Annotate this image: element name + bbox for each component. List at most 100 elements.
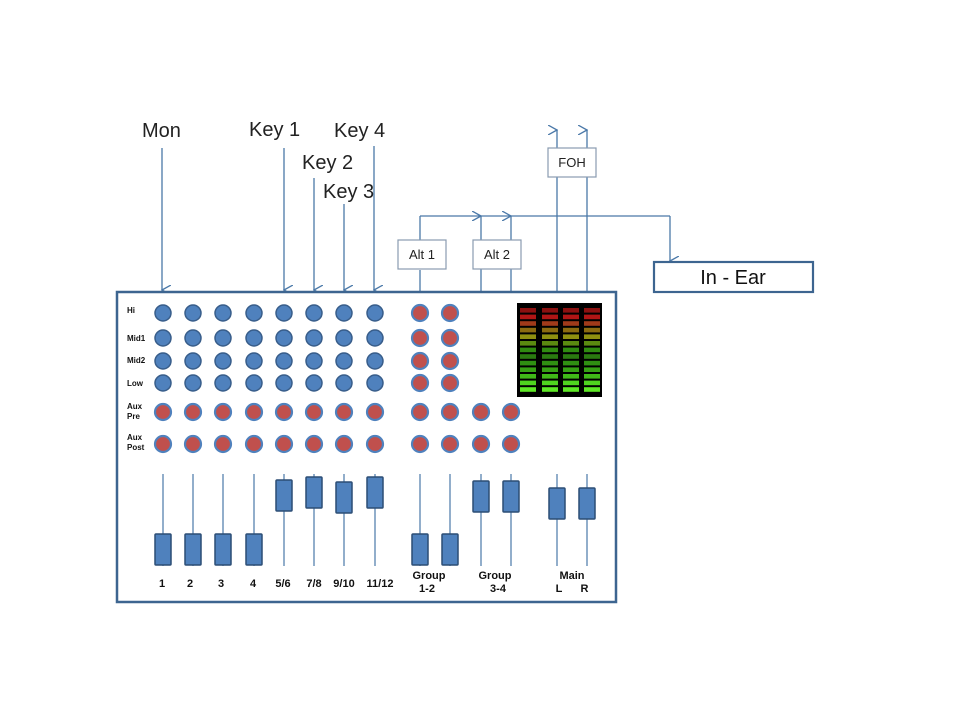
knob-aux-post-2[interactable] xyxy=(213,434,233,454)
knob-low-9[interactable] xyxy=(440,373,460,393)
fader-0[interactable] xyxy=(154,533,172,566)
knob-aux-pre-10[interactable] xyxy=(471,402,491,422)
knob-low-5[interactable] xyxy=(305,374,323,392)
channel-label-1-0: 2 xyxy=(187,578,193,590)
knob-hi-5[interactable] xyxy=(305,304,323,322)
input-label-key2: Key 2 xyxy=(302,152,353,174)
knob-mid2-4[interactable] xyxy=(275,352,293,370)
knob-low-4[interactable] xyxy=(275,374,293,392)
fader-10[interactable] xyxy=(472,480,490,513)
knob-aux-post-1[interactable] xyxy=(183,434,203,454)
fader-2[interactable] xyxy=(214,533,232,566)
fader-7[interactable] xyxy=(366,476,384,509)
knob-mid1-9[interactable] xyxy=(440,328,460,348)
knob-hi-1[interactable] xyxy=(184,304,202,322)
meter-segment-2-5 xyxy=(563,341,579,346)
knob-mid1-6[interactable] xyxy=(335,329,353,347)
meter-segment-1-3 xyxy=(542,327,558,333)
channel-label-2-0: 3 xyxy=(218,578,224,590)
fader-9[interactable] xyxy=(441,533,459,566)
meter-segment-3-5 xyxy=(584,341,600,346)
knob-hi-3[interactable] xyxy=(245,304,263,322)
knob-aux-post-11[interactable] xyxy=(501,434,521,454)
alt1-label: Alt 1 xyxy=(409,247,435,262)
knob-hi-2[interactable] xyxy=(214,304,232,322)
knob-low-1[interactable] xyxy=(184,374,202,392)
knob-hi-6[interactable] xyxy=(335,304,353,322)
knob-aux-pre-2[interactable] xyxy=(213,402,233,422)
knob-hi-0[interactable] xyxy=(154,304,172,322)
knob-aux-post-7[interactable] xyxy=(365,434,385,454)
knob-mid2-8[interactable] xyxy=(410,351,430,371)
in-ear-label: In - Ear xyxy=(700,267,766,289)
knob-aux-post-10[interactable] xyxy=(471,434,491,454)
knob-aux-pre-8[interactable] xyxy=(410,402,430,422)
meter-segment-1-7 xyxy=(542,354,558,359)
knob-mid2-0[interactable] xyxy=(154,352,172,370)
knob-mid2-1[interactable] xyxy=(184,352,202,370)
knob-aux-post-4[interactable] xyxy=(274,434,294,454)
meter-segment-0-5 xyxy=(520,341,536,346)
channel-label-7-0: 11/12 xyxy=(367,578,394,590)
fader-6[interactable] xyxy=(335,481,353,514)
knob-aux-pre-11[interactable] xyxy=(501,402,521,422)
knob-hi-4[interactable] xyxy=(275,304,293,322)
knob-mid1-1[interactable] xyxy=(184,329,202,347)
knob-aux-post-9[interactable] xyxy=(440,434,460,454)
meter-segment-3-2 xyxy=(584,321,600,326)
knob-mid1-2[interactable] xyxy=(214,329,232,347)
knob-mid1-8[interactable] xyxy=(410,328,430,348)
fader-8[interactable] xyxy=(411,533,429,566)
fader-1[interactable] xyxy=(184,533,202,566)
knob-mid1-4[interactable] xyxy=(275,329,293,347)
knob-aux-pre-6[interactable] xyxy=(334,402,354,422)
fader-13[interactable] xyxy=(578,487,596,520)
meter-segment-1-12 xyxy=(542,387,558,392)
fader-4[interactable] xyxy=(275,479,293,512)
knob-aux-pre-1[interactable] xyxy=(183,402,203,422)
knob-mid1-5[interactable] xyxy=(305,329,323,347)
knob-mid1-7[interactable] xyxy=(366,329,384,347)
fader-3[interactable] xyxy=(245,533,263,566)
meter-segment-3-4 xyxy=(584,334,600,339)
alt2-box-frame xyxy=(472,239,522,270)
knob-mid2-2[interactable] xyxy=(214,352,232,370)
knob-aux-post-6[interactable] xyxy=(334,434,354,454)
knob-mid1-0[interactable] xyxy=(154,329,172,347)
meter-segment-1-4 xyxy=(542,334,558,339)
knob-aux-post-0[interactable] xyxy=(153,434,173,454)
knob-hi-8[interactable] xyxy=(410,303,430,323)
knob-mid2-3[interactable] xyxy=(245,352,263,370)
knob-mid1-3[interactable] xyxy=(245,329,263,347)
knob-low-6[interactable] xyxy=(335,374,353,392)
knob-mid2-6[interactable] xyxy=(335,352,353,370)
knob-aux-post-5[interactable] xyxy=(304,434,324,454)
knob-aux-pre-3[interactable] xyxy=(244,402,264,422)
knob-aux-pre-7[interactable] xyxy=(365,402,385,422)
knob-low-2[interactable] xyxy=(214,374,232,392)
meter-segment-0-7 xyxy=(520,354,536,359)
fader-11[interactable] xyxy=(502,480,520,513)
knob-aux-pre-5[interactable] xyxy=(304,402,324,422)
knob-aux-post-8[interactable] xyxy=(410,434,430,454)
knob-aux-pre-0[interactable] xyxy=(153,402,173,422)
knob-low-8[interactable] xyxy=(410,373,430,393)
knob-aux-post-3[interactable] xyxy=(244,434,264,454)
knob-low-3[interactable] xyxy=(245,374,263,392)
knob-mid2-9[interactable] xyxy=(440,351,460,371)
knob-mid2-5[interactable] xyxy=(305,352,323,370)
knob-mid2-7[interactable] xyxy=(366,352,384,370)
knob-low-0[interactable] xyxy=(154,374,172,392)
fader-12[interactable] xyxy=(548,487,566,520)
knob-hi-9[interactable] xyxy=(440,303,460,323)
meter-segment-2-4 xyxy=(563,334,579,339)
knob-aux-pre-4[interactable] xyxy=(274,402,294,422)
alt1-box-frame xyxy=(397,239,447,270)
fader-5[interactable] xyxy=(305,476,323,509)
channel-label-9-0: Group xyxy=(479,570,512,582)
knob-low-7[interactable] xyxy=(366,374,384,392)
knob-hi-7[interactable] xyxy=(366,304,384,322)
knob-aux-pre-9[interactable] xyxy=(440,402,460,422)
